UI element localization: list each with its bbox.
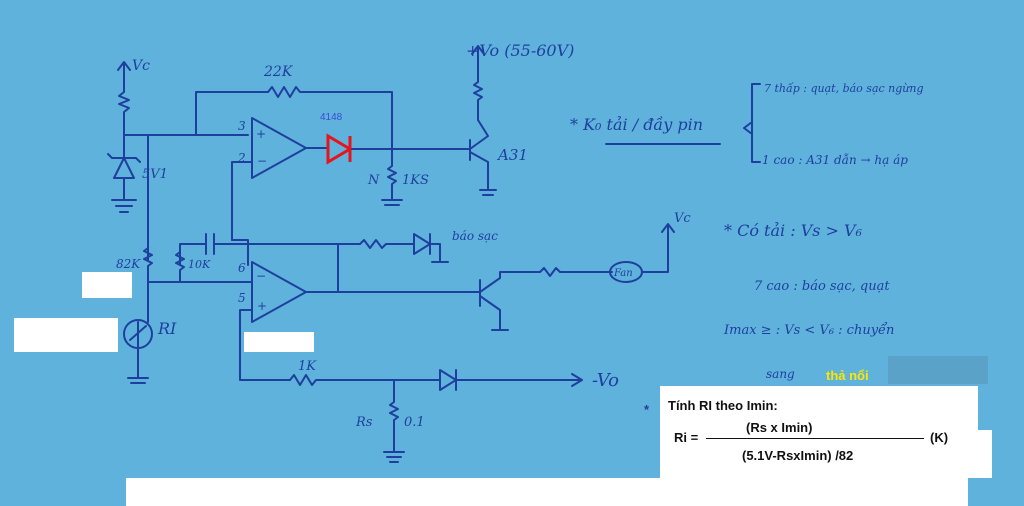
led-charge bbox=[337, 233, 449, 263]
svg-text:+: + bbox=[256, 127, 266, 141]
formula-denominator: (5.1V-RsxImin) /82 bbox=[742, 448, 854, 463]
note-sang: sang bbox=[766, 367, 795, 381]
wire-feedback bbox=[195, 91, 269, 136]
resistor-1k-bottom bbox=[289, 374, 395, 386]
mask-box-3 bbox=[244, 332, 314, 352]
note-no-load: * K₀ tải / đầy pin bbox=[570, 115, 703, 134]
vc-supply-left: Vc bbox=[117, 58, 150, 136]
shunt-rs bbox=[383, 379, 405, 463]
svg-text:−: − bbox=[257, 154, 267, 168]
mask-box-formula-right bbox=[978, 430, 992, 478]
vo-out-label: -Vo bbox=[592, 370, 619, 391]
fan-label: Fan bbox=[613, 268, 633, 279]
r22k-label: 22K bbox=[263, 64, 294, 80]
formula-lhs: Ri = bbox=[674, 430, 699, 445]
diode-output bbox=[393, 369, 583, 391]
mask-box-2 bbox=[14, 318, 118, 352]
note-pin7-low: 7 thấp : quạt, báo sạc ngừng bbox=[764, 82, 924, 95]
formula-box: * Tính RI theo Imin: Ri = (Rs x Imin) (5… bbox=[644, 386, 978, 478]
opamp-comparator-1: + − 3 2 bbox=[237, 117, 307, 179]
diode-4148: 4148 bbox=[320, 112, 353, 165]
note-imax: Imax ≥ : Vs < V₆ : chuyển bbox=[723, 322, 894, 338]
zener-diode: 5V1 bbox=[107, 134, 168, 213]
r82k-label: 82K bbox=[116, 257, 141, 271]
fan: Fan Vc bbox=[609, 211, 691, 283]
mask-box-1 bbox=[82, 272, 132, 298]
thermistor-ri: RI bbox=[123, 319, 177, 384]
resistor-82k bbox=[143, 247, 153, 323]
pin2-label: 2 bbox=[237, 151, 246, 165]
note-float: thả nổi bbox=[826, 368, 869, 383]
notes: * K₀ tải / đầy pin 7 thấp : quạt, báo sạ… bbox=[570, 82, 924, 383]
rs-label: Rs bbox=[355, 415, 373, 430]
zener-label: 5V1 bbox=[142, 167, 168, 182]
resistor-22k bbox=[267, 86, 393, 151]
svg-text:−: − bbox=[256, 269, 266, 283]
note-pin1-high: 1 cao : A31 dẫn → hạ áp bbox=[762, 152, 908, 167]
formula-numerator: (Rs x Imin) bbox=[746, 420, 813, 435]
resistor-10k bbox=[175, 251, 185, 283]
note-has-load: * Có tải : Vs > V₆ bbox=[724, 221, 863, 240]
mask-box-4 bbox=[888, 356, 988, 384]
pin6-label: 6 bbox=[238, 261, 246, 275]
vo-supply-label: +Vo (55-60V) bbox=[466, 41, 574, 60]
transistor-fan-driver bbox=[479, 267, 613, 331]
resistor-1ks bbox=[381, 149, 403, 206]
led-label: báo sạc bbox=[452, 229, 498, 243]
r1ks-label: 1KS bbox=[402, 173, 429, 188]
vc-top-label: Vc bbox=[132, 58, 150, 74]
vo-supply: +Vo (55-60V) bbox=[466, 41, 574, 121]
vc-right-label: Vc bbox=[674, 211, 691, 226]
pin3-label: 3 bbox=[238, 119, 246, 133]
capacitor bbox=[179, 233, 339, 293]
formula-unit: (K) bbox=[930, 430, 949, 445]
a31-label: A31 bbox=[496, 146, 528, 164]
mask-box-bottom bbox=[126, 478, 968, 506]
transistor-a31: A31 bbox=[469, 119, 528, 196]
formula-heading: Tính RI theo Imin: bbox=[668, 398, 778, 413]
pin5-label: 5 bbox=[238, 291, 246, 305]
diode-code-label: 4148 bbox=[320, 112, 343, 123]
r10k-label: 10K bbox=[188, 258, 211, 271]
opamp-comparator-2: − + 6 5 bbox=[238, 261, 307, 323]
rs-value-label: 0.1 bbox=[404, 415, 425, 430]
ri-label: RI bbox=[157, 319, 177, 338]
svg-text:+: + bbox=[257, 299, 267, 313]
note-pin7-high: 7 cao : báo sạc, quạt bbox=[754, 279, 890, 294]
r1k-bottom-label: 1K bbox=[298, 359, 317, 374]
fraction-bar bbox=[706, 438, 924, 439]
formula-star: * bbox=[644, 402, 650, 417]
svg-text:N: N bbox=[367, 173, 380, 188]
